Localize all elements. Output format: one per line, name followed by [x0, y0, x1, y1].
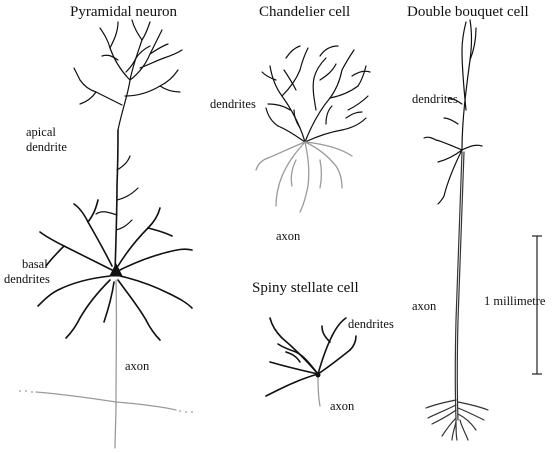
spiny-stellate-cell: Spiny stellate cell dendrites axon [252, 280, 394, 413]
double-bouquet-axon [425, 151, 489, 441]
spiny-stellate-dendrites-label: dendrites [348, 317, 394, 331]
double-bouquet-title: Double bouquet cell [407, 4, 529, 20]
apical-dendrite-label-line2: dendrite [26, 140, 67, 154]
chandelier-cell: Chandelier cell dendrites axon [210, 4, 371, 243]
pyramidal-axon [35, 279, 177, 449]
chandelier-axon-label: axon [276, 229, 301, 243]
chandelier-axon [255, 141, 353, 213]
chandelier-title: Chandelier cell [259, 4, 350, 20]
pyramidal-soma [109, 262, 123, 277]
pyramidal-apical-trunk [114, 129, 119, 273]
basal-dendrites-label-line2: dendrites [4, 272, 50, 286]
spiny-stellate-title: Spiny stellate cell [252, 280, 359, 296]
spiny-stellate-axon-label: axon [330, 399, 355, 413]
pyramidal-basal-dendrites [37, 199, 193, 341]
spiny-stellate-soma [315, 372, 321, 378]
double-bouquet-axon-label: axon [412, 299, 437, 313]
double-bouquet-dendrites [423, 19, 483, 205]
spiny-stellate-axon [317, 375, 321, 407]
scale-bar-label: 1 millimetre [484, 294, 546, 308]
chandelier-dendrites [261, 45, 371, 143]
double-bouquet-cell: Double bouquet cell dendrites axon [407, 4, 529, 441]
pyramidal-apical-tuft [73, 19, 183, 131]
basal-dendrites-label-line1: basal [22, 257, 48, 271]
pyramidal-axon-continuation-dots [19, 390, 193, 413]
scale-bar: 1 millimetre [484, 235, 546, 375]
pyramidal-oblique-dendrites [95, 155, 139, 231]
pyramidal-neuron: Pyramidal neuron apical dendrite basal d… [4, 4, 193, 449]
pyramidal-axon-label: axon [125, 359, 150, 373]
apical-dendrite-label-line1: apical [26, 125, 56, 139]
pyramidal-title: Pyramidal neuron [70, 4, 178, 20]
chandelier-dendrites-label: dendrites [210, 97, 256, 111]
double-bouquet-dendrites-label: dendrites [412, 92, 458, 106]
spiny-stellate-dendrites [265, 317, 357, 397]
